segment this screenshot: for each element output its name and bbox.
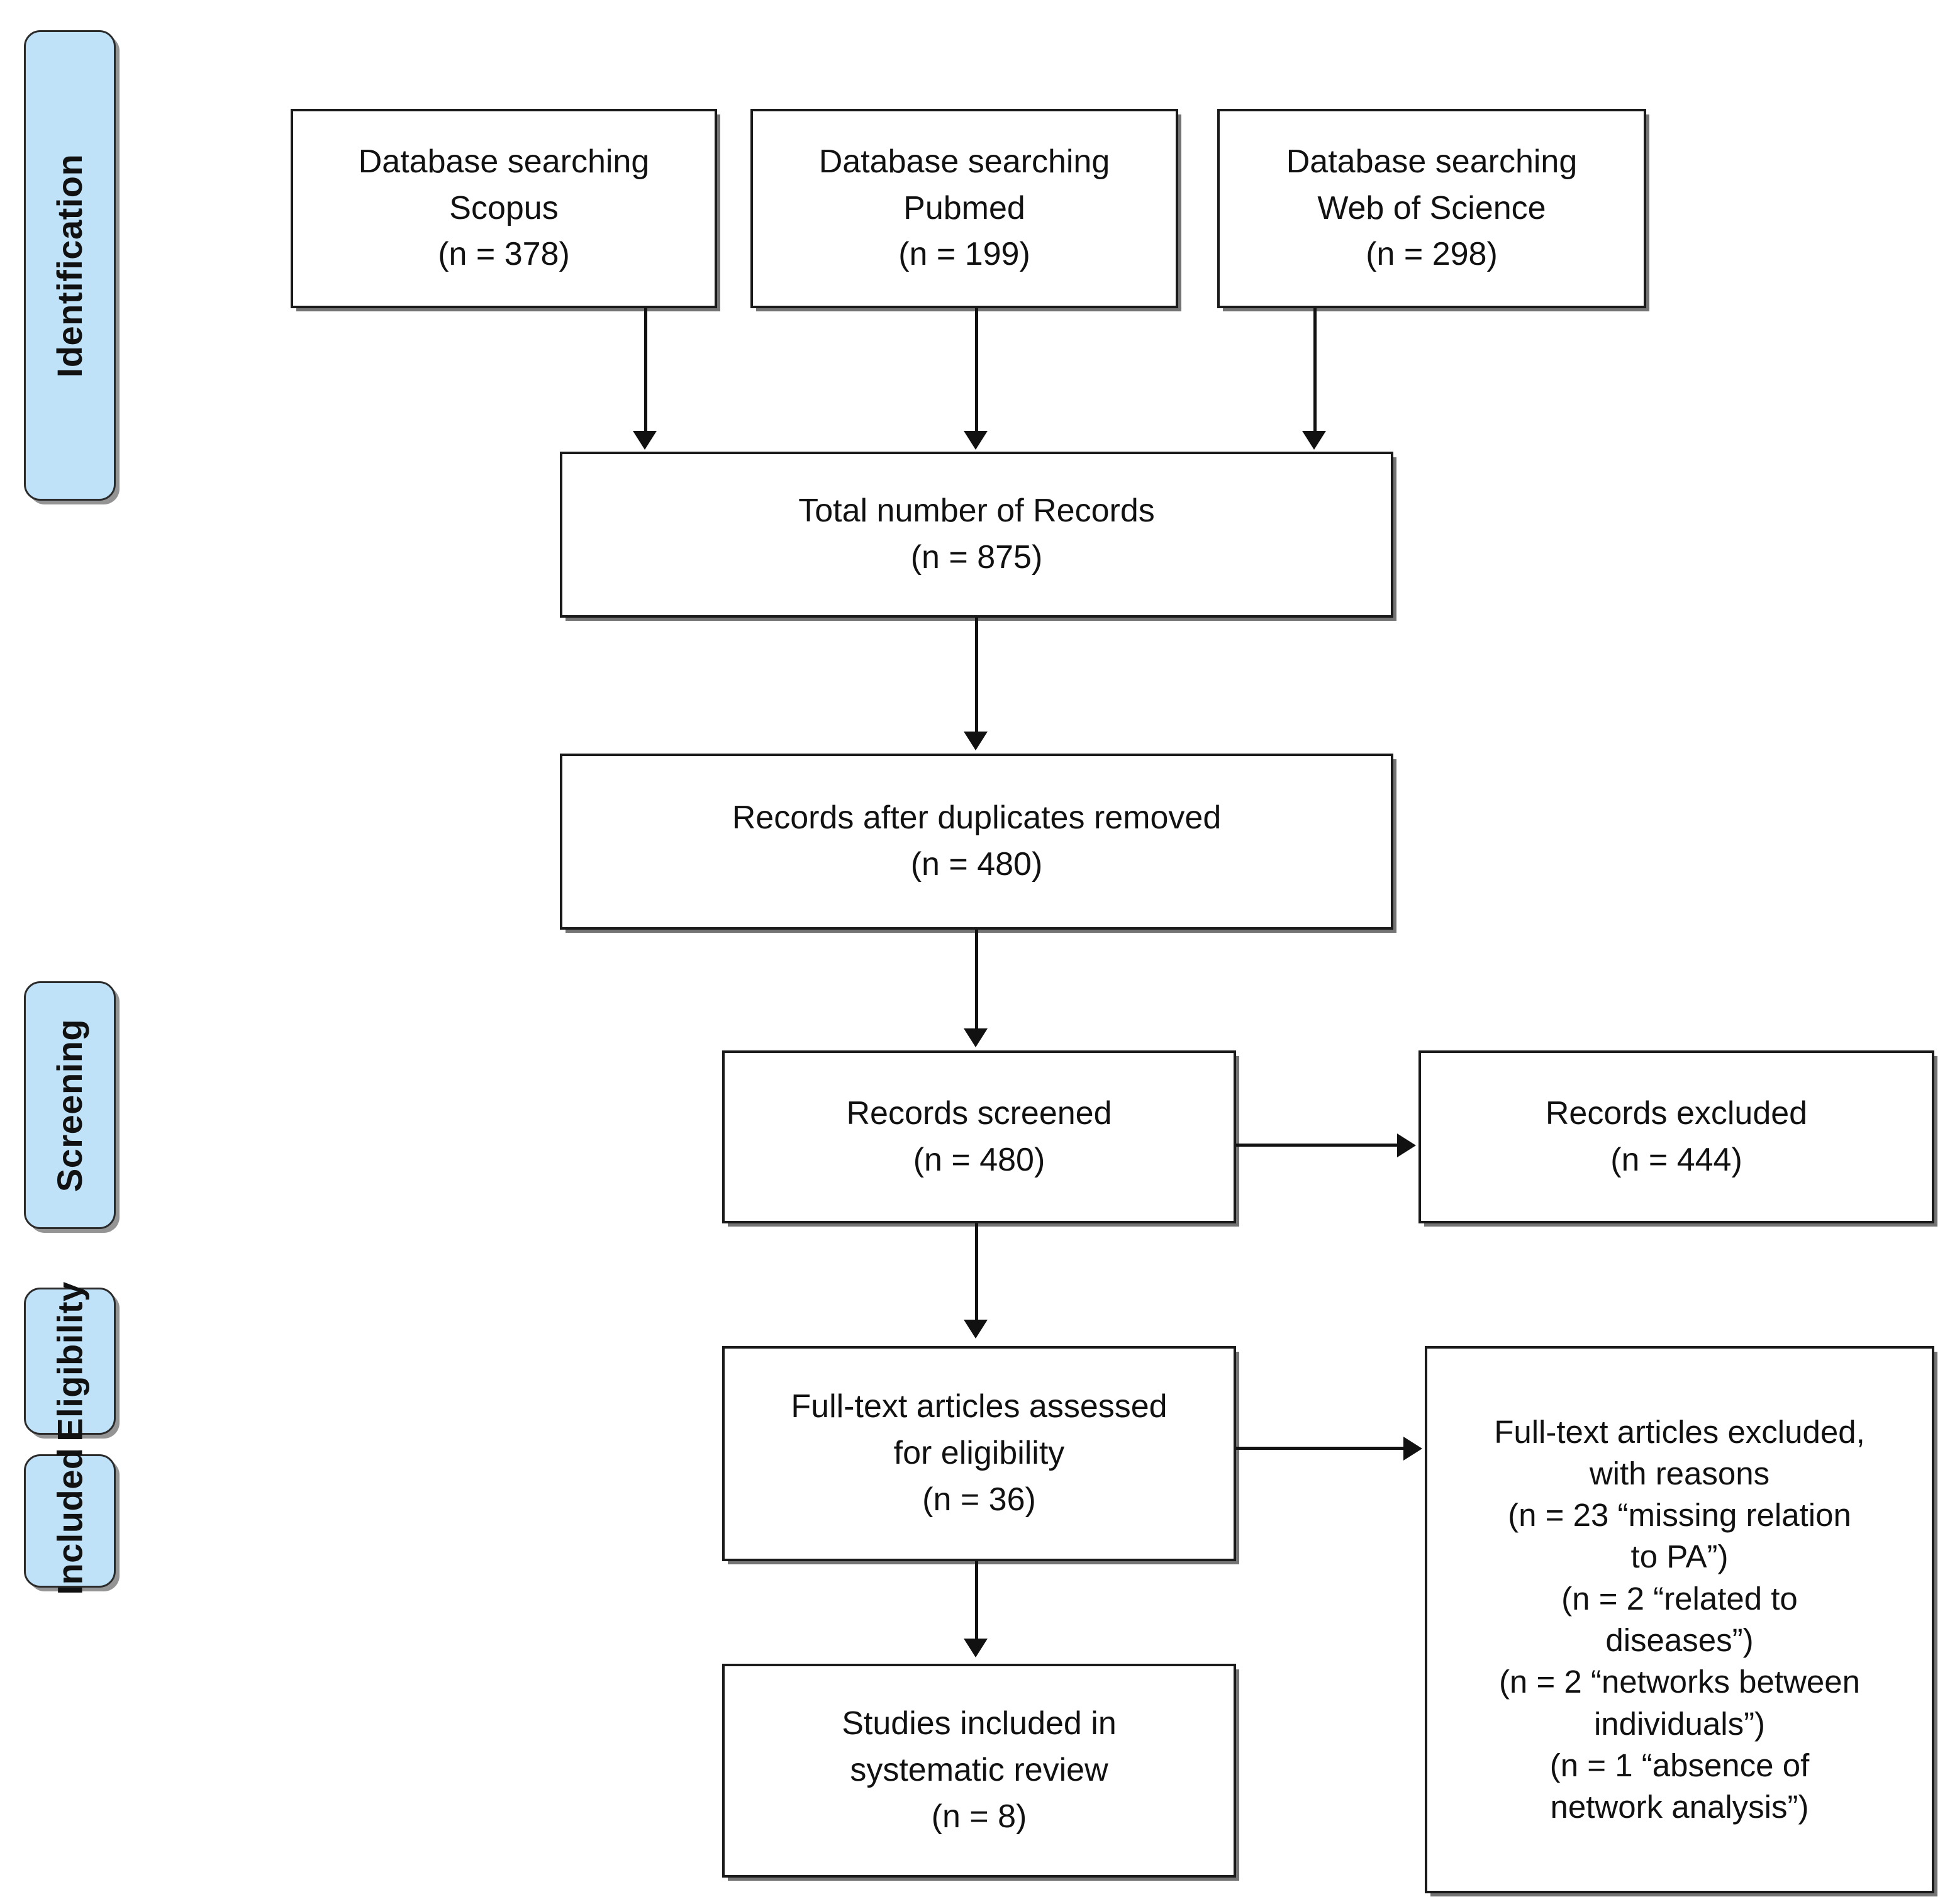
source-box-web-of-science-text: Database searching Web of Science (n = 2… bbox=[1286, 143, 1578, 273]
arrowhead-total-to-duplicates bbox=[964, 732, 988, 750]
connector-wos-to-total bbox=[1313, 308, 1317, 433]
box-records-screened-text: Records screened (n = 480) bbox=[846, 1094, 1112, 1178]
box-studies-included-text: Studies included in systematic review (n… bbox=[842, 1705, 1117, 1835]
box-fulltext-assessed: Full-text articles assessed for eligibil… bbox=[722, 1346, 1236, 1561]
connector-duplicates-to-screened bbox=[975, 930, 978, 1030]
stage-label-included: Included bbox=[50, 1447, 90, 1595]
source-box-pubmed-text: Database searching Pubmed (n = 199) bbox=[818, 143, 1110, 273]
source-box-pubmed: Database searching Pubmed (n = 199) bbox=[750, 109, 1178, 308]
connector-assessed-to-included bbox=[975, 1561, 978, 1640]
stage-label-eligibility: Eligibility bbox=[50, 1281, 90, 1442]
box-records-after-duplicates-text: Records after duplicates removed (n = 48… bbox=[732, 799, 1222, 882]
arrowhead-assessed-to-excluded bbox=[1403, 1437, 1422, 1461]
box-records-excluded: Records excluded (n = 444) bbox=[1418, 1050, 1934, 1223]
connector-assessed-to-excluded bbox=[1236, 1447, 1405, 1450]
stage-bar-identification: Identification bbox=[24, 30, 116, 501]
connector-pubmed-to-total bbox=[975, 308, 978, 433]
box-fulltext-excluded-text: Full-text articles excluded, with reason… bbox=[1494, 1413, 1865, 1825]
box-fulltext-assessed-text: Full-text articles assessed for eligibil… bbox=[791, 1388, 1168, 1518]
stage-bar-eligibility: Eligibility bbox=[24, 1281, 116, 1441]
stage-label-identification: Identification bbox=[50, 153, 90, 377]
source-box-scopus-text: Database searching Scopus (n = 378) bbox=[358, 143, 650, 273]
arrowhead-pubmed-to-total bbox=[964, 431, 988, 450]
box-records-excluded-text: Records excluded (n = 444) bbox=[1545, 1094, 1808, 1178]
connector-total-to-duplicates bbox=[975, 618, 978, 733]
box-fulltext-excluded: Full-text articles excluded, with reason… bbox=[1425, 1346, 1934, 1893]
connector-screened-to-fulltext bbox=[975, 1223, 978, 1321]
connector-screened-to-excluded bbox=[1236, 1144, 1398, 1147]
box-records-screened: Records screened (n = 480) bbox=[722, 1050, 1236, 1223]
box-total-records-text: Total number of Records (n = 875) bbox=[798, 493, 1155, 576]
box-studies-included: Studies included in systematic review (n… bbox=[722, 1664, 1236, 1878]
arrowhead-duplicates-to-screened bbox=[964, 1028, 988, 1047]
box-records-after-duplicates: Records after duplicates removed (n = 48… bbox=[560, 754, 1393, 930]
stage-bar-screening: Screening bbox=[24, 981, 116, 1229]
stage-label-screening: Screening bbox=[50, 1018, 90, 1192]
connector-scopus-to-total bbox=[644, 308, 647, 433]
arrowhead-wos-to-total bbox=[1302, 431, 1326, 450]
box-total-records: Total number of Records (n = 875) bbox=[560, 452, 1393, 618]
arrowhead-screened-to-excluded bbox=[1397, 1133, 1416, 1157]
source-box-scopus: Database searching Scopus (n = 378) bbox=[291, 109, 717, 308]
arrowhead-scopus-to-total bbox=[633, 431, 657, 450]
arrowhead-screened-to-fulltext bbox=[964, 1320, 988, 1339]
arrowhead-assessed-to-included bbox=[964, 1639, 988, 1657]
stage-bar-included: Included bbox=[24, 1447, 116, 1595]
source-box-web-of-science: Database searching Web of Science (n = 2… bbox=[1217, 109, 1646, 308]
